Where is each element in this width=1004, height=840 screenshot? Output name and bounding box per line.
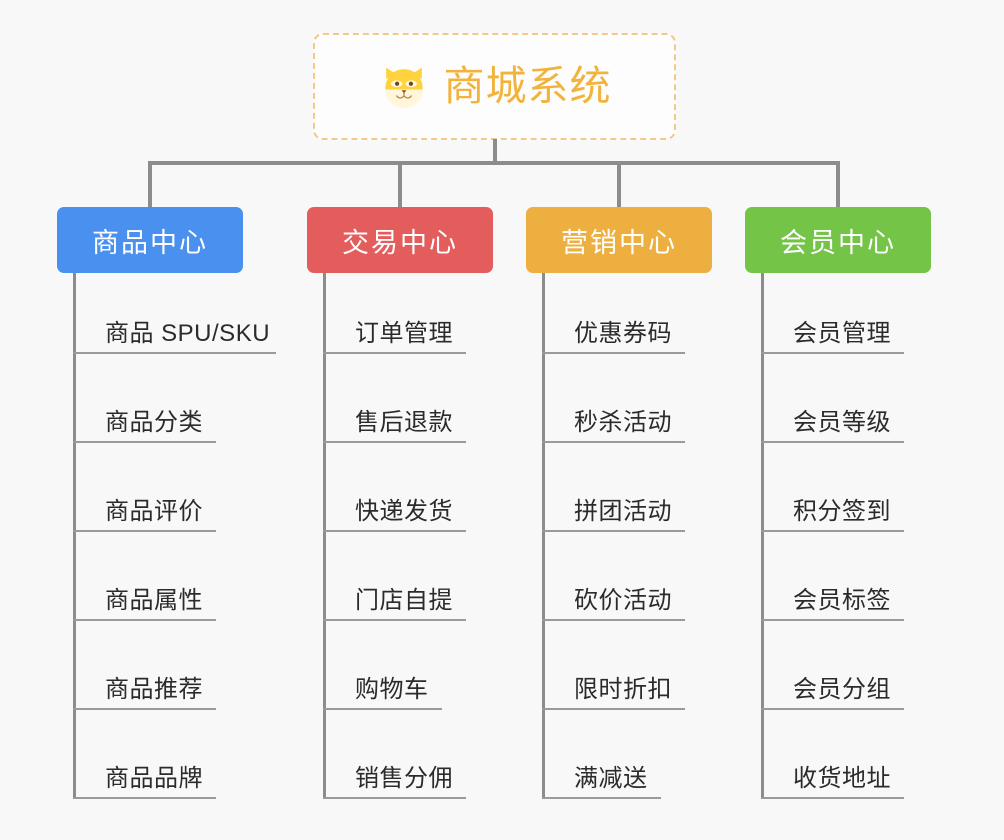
- item-label: 商品品牌: [105, 765, 203, 792]
- category-box-1[interactable]: 商品中心: [57, 207, 243, 273]
- connector-drop-4: [836, 161, 840, 209]
- item-rule: [761, 352, 904, 354]
- item-rule: [761, 708, 904, 710]
- category-box-3[interactable]: 营销中心: [526, 207, 712, 273]
- item-rule: [323, 797, 466, 799]
- item-label: 拼团活动: [574, 498, 672, 525]
- item-label: 秒杀活动: [574, 409, 672, 436]
- item-rule: [761, 530, 904, 532]
- item-label: 门店自提: [355, 587, 453, 614]
- item-rule: [323, 530, 466, 532]
- category-title-3: 营销中心: [561, 227, 677, 258]
- root-node-card[interactable]: 商城系统: [313, 33, 676, 140]
- item-rule: [323, 441, 466, 443]
- category-title-4: 会员中心: [780, 227, 896, 258]
- connector-drop-1: [148, 161, 152, 209]
- item-rule: [323, 619, 466, 621]
- root-node-title: 商城系统: [443, 63, 612, 109]
- item-rule: [542, 708, 685, 710]
- item-label: 商品评价: [105, 498, 203, 525]
- item-label: 会员等级: [793, 409, 891, 436]
- item-rule: [73, 797, 216, 799]
- category-title-2: 交易中心: [342, 227, 458, 258]
- branch-spine-2: [323, 273, 326, 799]
- item-rule: [73, 619, 216, 621]
- item-rule: [323, 352, 466, 354]
- item-label: 积分签到: [793, 498, 891, 525]
- item-rule: [761, 797, 904, 799]
- category-box-4[interactable]: 会员中心: [745, 207, 931, 273]
- item-label: 商品 SPU/SKU: [105, 320, 271, 347]
- branch-spine-3: [542, 273, 545, 799]
- item-rule: [73, 530, 216, 532]
- category-box-2[interactable]: 交易中心: [307, 207, 493, 273]
- item-rule: [542, 441, 685, 443]
- item-label: 商品属性: [105, 587, 203, 614]
- item-label: 满减送: [574, 765, 648, 792]
- connector-root-trunk: [493, 139, 497, 165]
- item-rule: [323, 708, 442, 710]
- item-label: 商品推荐: [105, 676, 203, 703]
- item-label: 快递发货: [355, 498, 453, 525]
- item-label: 售后退款: [355, 409, 453, 436]
- item-rule: [73, 441, 216, 443]
- item-rule: [73, 352, 276, 354]
- item-label: 会员分组: [793, 676, 891, 703]
- item-rule: [761, 619, 904, 621]
- item-rule: [542, 530, 685, 532]
- connector-drop-2: [398, 161, 402, 209]
- item-label: 收货地址: [793, 765, 891, 792]
- item-rule: [761, 441, 904, 443]
- branch-spine-4: [761, 273, 764, 799]
- item-label: 订单管理: [355, 320, 453, 347]
- item-rule: [542, 352, 685, 354]
- shiba-dog-face-icon: [384, 67, 423, 108]
- item-label: 优惠券码: [574, 320, 672, 347]
- item-rule: [542, 619, 685, 621]
- item-label: 砍价活动: [574, 587, 672, 614]
- item-label: 销售分佣: [355, 765, 453, 792]
- item-label: 会员管理: [793, 320, 891, 347]
- connector-distribution-bar: [148, 161, 840, 165]
- item-label: 限时折扣: [574, 676, 672, 703]
- item-rule: [73, 708, 216, 710]
- item-label: 商品分类: [105, 409, 203, 436]
- category-title-1: 商品中心: [92, 227, 208, 258]
- item-rule: [542, 797, 661, 799]
- item-label: 会员标签: [793, 587, 891, 614]
- connector-drop-3: [617, 161, 621, 209]
- branch-spine-1: [73, 273, 76, 799]
- item-label: 购物车: [355, 676, 429, 703]
